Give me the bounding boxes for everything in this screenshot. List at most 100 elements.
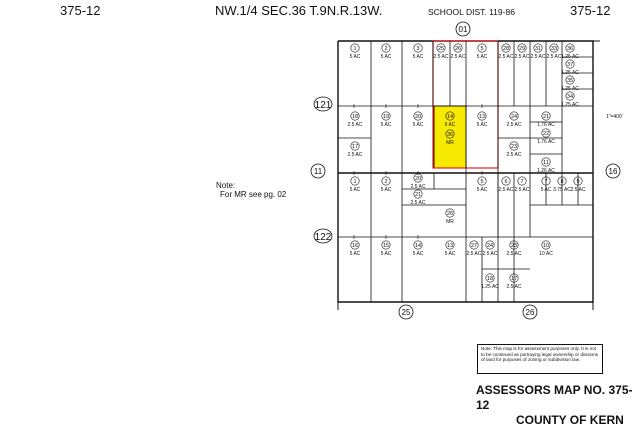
- parcel-acreage: 5 AC: [350, 54, 361, 60]
- parcel-5[interactable]: 55 AC: [477, 176, 488, 193]
- parcel-acreage: 2.5 AC: [506, 284, 521, 290]
- parcel-7[interactable]: 72.5 AC: [514, 176, 530, 193]
- parcel-number: 3: [416, 46, 419, 52]
- parcel-number-circle: [501, 43, 511, 53]
- parcel-13[interactable]: 135 AC: [445, 240, 456, 257]
- parcel-14[interactable]: 145 AC: [445, 111, 456, 128]
- parcel-33[interactable]: 332.5 AC: [546, 43, 562, 60]
- tick-marks: [353, 104, 483, 239]
- parcel-number-circle: [413, 111, 423, 121]
- parcel-5[interactable]: 55 AC: [477, 43, 488, 60]
- svg-text:121: 121: [315, 100, 332, 111]
- parcel-25[interactable]: 252.5 AC: [433, 43, 449, 60]
- parcel-number: 16: [352, 243, 358, 249]
- parcel-23[interactable]: 232.5 AC: [506, 240, 522, 257]
- parcel-acreage: 2.5 AC: [482, 251, 497, 257]
- parcel-number: 20: [415, 114, 421, 120]
- parcel-13[interactable]: 135 AC: [477, 111, 488, 128]
- parcel-20[interactable]: 202.5 AC: [410, 173, 426, 190]
- parcel-acreage: 5 AC: [477, 54, 488, 60]
- parcel-number-circle: [350, 111, 360, 121]
- parcel-number: 23: [511, 144, 517, 150]
- parcel-16[interactable]: 165 AC: [350, 240, 361, 257]
- parcel-acreage: 2.5 AC: [506, 152, 521, 158]
- parcel-number: 13: [479, 114, 485, 120]
- parcel-22[interactable]: 221.76 AC: [537, 128, 555, 145]
- parcel-acreage: 5 AC: [381, 54, 392, 60]
- parcel-acreage: 2.5 AC: [410, 200, 425, 206]
- parcel-8[interactable]: 83.75 AC: [553, 176, 571, 193]
- parcel-number-circle: [517, 176, 527, 186]
- parcel-23[interactable]: 23 2.5 AC: [506, 141, 522, 158]
- parcel-number-circle: [381, 240, 391, 250]
- parcel-31[interactable]: 312.5 AC: [530, 43, 546, 60]
- parcel-35[interactable]: 351.25 AC: [561, 75, 579, 92]
- parcel-36[interactable]: 361.25 AC: [561, 43, 579, 60]
- parcel-acreage: 2.5 AC: [506, 251, 521, 257]
- parcel-27[interactable]: 272.5 AC: [466, 240, 482, 257]
- parcel-37[interactable]: 371.25 AC: [561, 59, 579, 76]
- parcel-number-circle: [549, 43, 559, 53]
- parcel-number: 6: [504, 179, 507, 185]
- parcel-number-circle: [453, 43, 463, 53]
- parcel-18[interactable]: 181.25 AC: [481, 273, 499, 290]
- parcel-14[interactable]: 145 AC: [413, 240, 424, 257]
- parcel-15[interactable]: 155 AC: [381, 240, 392, 257]
- assessors-map-number: ASSESSORS MAP NO. 375-12: [476, 383, 633, 412]
- parcel-34[interactable]: 341.25 AC: [561, 91, 579, 108]
- parcel-number-circle: [541, 176, 551, 186]
- parcel-18[interactable]: 182.5 AC: [347, 111, 363, 128]
- parcel-26[interactable]: 262.5 AC: [450, 43, 466, 60]
- parcel-number: 7: [544, 179, 547, 185]
- svg-text:01: 01: [459, 25, 468, 34]
- parcel-number-circle: [436, 43, 446, 53]
- parcel-20[interactable]: 205 AC: [413, 111, 424, 128]
- parcel-21[interactable]: 211.76 AC: [537, 111, 555, 128]
- parcel-6[interactable]: 62.5 AC: [498, 176, 514, 193]
- bubble-bottom-right: 26: [522, 304, 538, 320]
- parcel-number: 8: [560, 179, 563, 185]
- parcel-28[interactable]: 282.5 AC: [498, 43, 514, 60]
- parcel-19[interactable]: 195 AC: [381, 111, 392, 128]
- parcel-number-circle: [477, 176, 487, 186]
- parcel-9[interactable]: 92.5 AC: [570, 176, 586, 193]
- parcel-11[interactable]: 111.26 AC: [537, 157, 555, 174]
- parcel-number-circle: [509, 240, 519, 250]
- parcel-number: 22: [543, 131, 549, 137]
- parcel-number-circle: [517, 43, 527, 53]
- bubble-top: 01: [455, 21, 471, 37]
- parcel-7[interactable]: 75 AC: [541, 176, 552, 193]
- svg-text:122: 122: [315, 232, 332, 243]
- parcel-acreage: 5 AC: [445, 251, 456, 257]
- parcel-17[interactable]: 172.5 AC: [347, 141, 363, 158]
- parcel-2[interactable]: 2 5 AC: [381, 43, 392, 60]
- parcel-1[interactable]: 15 AC: [350, 176, 361, 193]
- parcel-number: 31: [535, 46, 541, 52]
- parcel-number: 2: [384, 46, 387, 52]
- parcel-acreage: 5 AC: [413, 54, 424, 60]
- parcel-24[interactable]: 242.5 AC: [482, 240, 498, 257]
- parcel-21[interactable]: 212.5 AC: [410, 189, 426, 206]
- parcel-number: 17: [511, 276, 517, 282]
- header-left-code: 375-12: [60, 3, 100, 18]
- parcel-17[interactable]: 17 2.5 AC: [506, 273, 522, 290]
- parcel-2[interactable]: 25 AC: [381, 176, 392, 193]
- parcel-acreage: 1.26 AC: [537, 168, 555, 174]
- parcel-3[interactable]: 3 5 AC: [413, 43, 424, 60]
- parcel-acreage: 5 AC: [381, 251, 392, 257]
- parcel-29[interactable]: 292.5 AC: [514, 43, 530, 60]
- parcel-24[interactable]: 242.5 AC: [506, 111, 522, 128]
- parcel-acreage: 2.5 AC: [498, 54, 513, 60]
- parcel-number-circle: [565, 43, 575, 53]
- parcel-acreage: 2.5 AC: [410, 184, 425, 190]
- parcel-acreage: 5 AC: [381, 187, 392, 193]
- parcel-1[interactable]: 15 AC: [350, 43, 361, 60]
- side-note-label: Note:: [216, 181, 236, 190]
- parcel-acreage: 2.5 AC: [466, 251, 481, 257]
- parcel-number: 37: [567, 62, 573, 68]
- parcel-number-circle: [565, 75, 575, 85]
